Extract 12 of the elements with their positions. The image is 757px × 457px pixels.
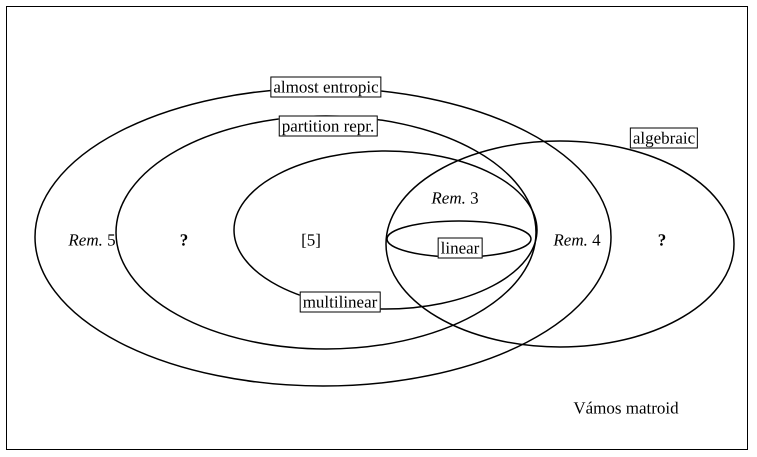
region-label: Rem. 4 <box>553 230 601 250</box>
region-label: [5] <box>301 230 321 250</box>
set-label: multilinear <box>300 292 380 312</box>
region-label: ? <box>658 230 666 250</box>
set-label: partition repr. <box>278 116 378 136</box>
region-label: ? <box>180 230 188 250</box>
note-text: Vámos matroid <box>573 398 679 418</box>
region-label: Rem. 5 <box>68 230 116 250</box>
set-label: linear <box>438 238 482 258</box>
region-label: Rem. 3 <box>431 188 479 208</box>
set-label: almost entropic <box>270 76 382 98</box>
set-label: algebraic <box>630 128 698 148</box>
